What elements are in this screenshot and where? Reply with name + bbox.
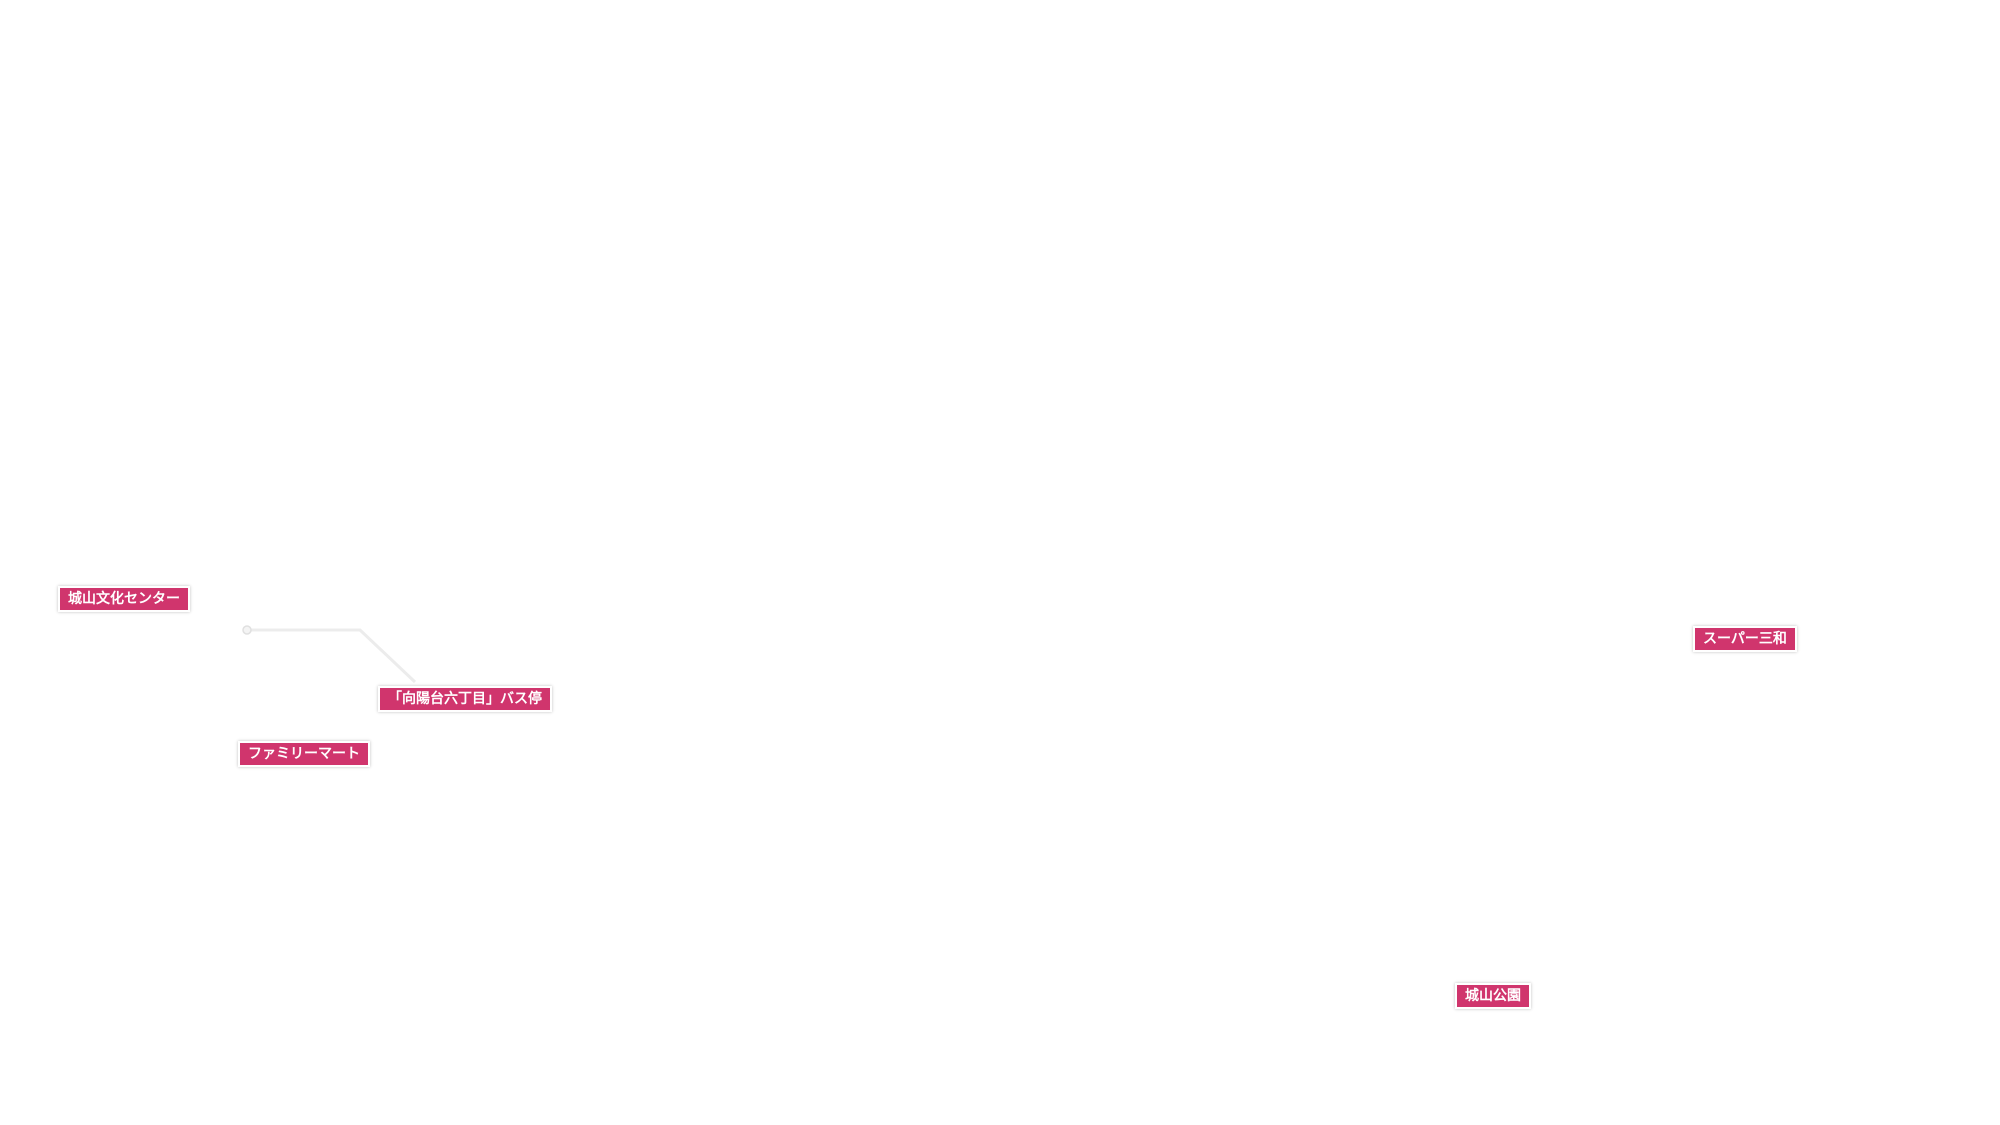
place-label-super-sanwa[interactable]: スーパー三和	[1693, 626, 1797, 652]
place-label-bus-stop[interactable]: 「向陽台六丁目」バス停	[378, 686, 552, 712]
place-label-familymart[interactable]: ファミリーマート	[238, 741, 370, 767]
place-label-shiroyama-bunka-center[interactable]: 城山文化センター	[58, 586, 190, 612]
location-marker-icon	[242, 625, 252, 635]
place-label-shiroyama-park[interactable]: 城山公園	[1455, 983, 1531, 1009]
